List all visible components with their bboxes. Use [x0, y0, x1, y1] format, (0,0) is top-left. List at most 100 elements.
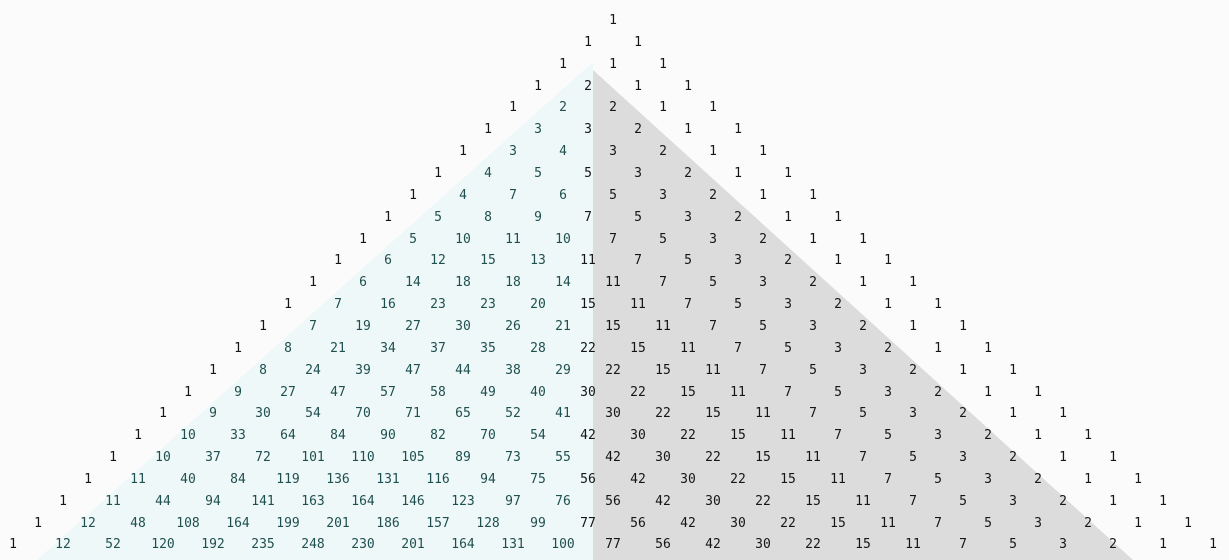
triangle-cell: 3 — [884, 384, 892, 400]
triangle-cell: 52 — [105, 537, 121, 553]
triangle-cell: 30 — [455, 318, 471, 334]
triangle-cell: 4 — [559, 144, 567, 160]
triangle-cell: 30 — [730, 515, 746, 531]
triangle-cell: 42 — [705, 537, 721, 553]
triangle-cell: 2 — [909, 362, 917, 378]
triangle-cell: 5 — [1009, 537, 1017, 553]
triangle-cell: 94 — [480, 471, 496, 487]
triangle-cell: 3 — [734, 253, 742, 269]
triangle-cell: 48 — [130, 515, 146, 531]
triangle-cell: 41 — [555, 406, 571, 422]
triangle-cell: 15 — [730, 428, 746, 444]
triangle-cell: 7 — [334, 297, 342, 313]
triangle-cell: 1 — [584, 34, 592, 50]
triangle-cell: 47 — [405, 362, 421, 378]
triangle-cell: 90 — [380, 428, 396, 444]
triangle-cell: 11 — [780, 428, 796, 444]
triangle-cell: 12 — [55, 537, 71, 553]
triangle-cell: 3 — [684, 209, 692, 225]
triangle-cell: 1 — [234, 340, 242, 356]
triangle-cell: 30 — [705, 493, 721, 509]
right-shaded-region — [593, 70, 1133, 560]
triangle-cell: 1 — [309, 275, 317, 291]
triangle-cell: 49 — [480, 384, 496, 400]
triangle-cell: 3 — [609, 144, 617, 160]
triangle-cell: 1 — [709, 100, 717, 116]
triangle-cell: 201 — [401, 537, 425, 553]
triangle-cell: 7 — [959, 537, 967, 553]
triangle-cell: 84 — [330, 428, 346, 444]
triangle-cell: 3 — [984, 471, 992, 487]
triangle-cell: 3 — [709, 231, 717, 247]
triangle-cell: 1 — [384, 209, 392, 225]
triangle-cell: 1 — [784, 209, 792, 225]
triangle-cell: 22 — [805, 537, 821, 553]
triangle-cell: 30 — [755, 537, 771, 553]
triangle-cell: 164 — [351, 493, 375, 509]
triangle-cell: 40 — [180, 471, 196, 487]
triangle-cell: 37 — [430, 340, 446, 356]
triangle-cell: 11 — [905, 537, 921, 553]
triangle-cell: 5 — [809, 362, 817, 378]
triangle-cell: 1 — [259, 318, 267, 334]
triangle-cell: 123 — [451, 493, 475, 509]
triangle-cell: 54 — [305, 406, 321, 422]
triangle-cell: 3 — [509, 144, 517, 160]
triangle-cell: 4 — [459, 187, 467, 203]
triangle-cell: 146 — [401, 493, 425, 509]
triangle-cell: 5 — [584, 166, 592, 181]
triangle-cell: 3 — [1059, 537, 1067, 553]
triangle-cell: 186 — [376, 515, 400, 531]
triangle-cell: 22 — [605, 362, 621, 378]
triangle-cell: 128 — [476, 515, 500, 531]
triangle-cell: 1 — [1109, 450, 1117, 465]
triangle-cell: 18 — [455, 275, 471, 291]
triangle-cell: 99 — [530, 515, 546, 531]
triangle-cell: 5 — [959, 493, 967, 509]
triangle-cell: 7 — [659, 275, 667, 291]
triangle-cell: 30 — [255, 406, 271, 422]
triangle-cell: 5 — [859, 406, 867, 422]
triangle-cell: 76 — [555, 493, 571, 509]
triangle-cell: 1 — [959, 362, 967, 378]
triangle-cell: 3 — [1034, 515, 1042, 531]
triangle-cell: 4 — [484, 166, 492, 181]
triangle-cell: 116 — [426, 471, 450, 487]
triangle-cell: 1 — [434, 166, 442, 181]
triangle-cell: 10 — [555, 231, 571, 247]
triangle-cell: 15 — [655, 362, 671, 378]
triangle-cell: 164 — [451, 537, 475, 553]
triangle-cell: 15 — [805, 493, 821, 509]
triangle-cell: 1 — [484, 122, 492, 138]
triangle-cell: 1 — [709, 144, 717, 160]
triangle-cell: 30 — [580, 384, 596, 400]
triangle-cell: 7 — [709, 318, 717, 334]
triangle-cell: 7 — [309, 318, 317, 334]
triangle-cell: 22 — [780, 515, 796, 531]
triangle-cell: 9 — [209, 406, 217, 422]
triangle-cell: 42 — [630, 471, 646, 487]
triangle-cell: 11 — [755, 406, 771, 422]
triangle-cell: 2 — [884, 340, 892, 356]
triangle-cell: 42 — [655, 493, 671, 509]
triangle-cell: 1 — [859, 275, 867, 291]
triangle-cell: 2 — [759, 231, 767, 247]
triangle-cell: 7 — [909, 493, 917, 509]
triangle-cell: 120 — [151, 537, 175, 553]
triangle-cell: 56 — [630, 515, 646, 531]
triangle-cell: 1 — [184, 384, 192, 400]
triangle-cell: 1 — [984, 384, 992, 400]
triangle-cell: 13 — [530, 253, 546, 269]
triangle-cell: 22 — [705, 450, 721, 465]
triangle-cell: 94 — [205, 493, 221, 509]
triangle-cell: 1 — [759, 187, 767, 203]
triangle-cell: 5 — [609, 187, 617, 203]
triangle-cell: 97 — [505, 493, 521, 509]
triangle-cell: 1 — [559, 56, 567, 72]
triangle-cell: 37 — [205, 450, 221, 465]
triangle-cell: 1 — [884, 297, 892, 313]
triangle-cell: 1 — [609, 13, 617, 28]
triangle-cell: 163 — [301, 493, 325, 509]
triangle-cell: 19 — [355, 318, 371, 334]
triangle-cell: 11 — [580, 253, 596, 269]
